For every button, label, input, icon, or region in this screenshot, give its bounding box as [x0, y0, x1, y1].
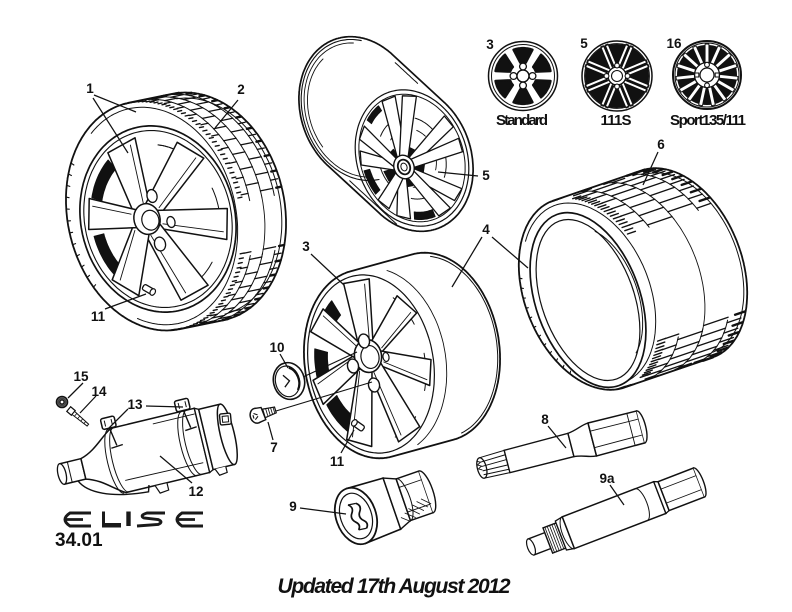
svg-text:3: 3	[302, 239, 310, 254]
svg-text:2: 2	[237, 82, 245, 97]
svg-text:7: 7	[270, 440, 278, 455]
svg-text:15: 15	[73, 369, 89, 384]
svg-text:9: 9	[289, 499, 297, 514]
svg-text:6: 6	[657, 137, 665, 152]
svg-text:111S: 111S	[601, 112, 632, 129]
svg-text:Standard: Standard	[496, 112, 548, 129]
svg-text:13: 13	[127, 397, 143, 412]
svg-text:12: 12	[188, 484, 203, 499]
svg-text:10: 10	[269, 340, 284, 355]
svg-text:Sport135/111: Sport135/111	[670, 112, 746, 129]
svg-text:9a: 9a	[599, 471, 615, 486]
svg-text:11: 11	[91, 309, 106, 324]
svg-text:4: 4	[482, 222, 490, 237]
svg-text:11: 11	[330, 454, 345, 469]
svg-text:34.01: 34.01	[55, 530, 103, 551]
svg-text:14: 14	[91, 384, 107, 399]
svg-text:5: 5	[482, 168, 490, 183]
svg-text:Updated 17th August 2012: Updated 17th August 2012	[278, 575, 511, 598]
svg-text:5: 5	[580, 36, 588, 51]
svg-text:8: 8	[541, 412, 549, 427]
svg-text:3: 3	[486, 37, 494, 52]
svg-text:1: 1	[86, 81, 94, 96]
svg-text:16: 16	[666, 36, 682, 51]
